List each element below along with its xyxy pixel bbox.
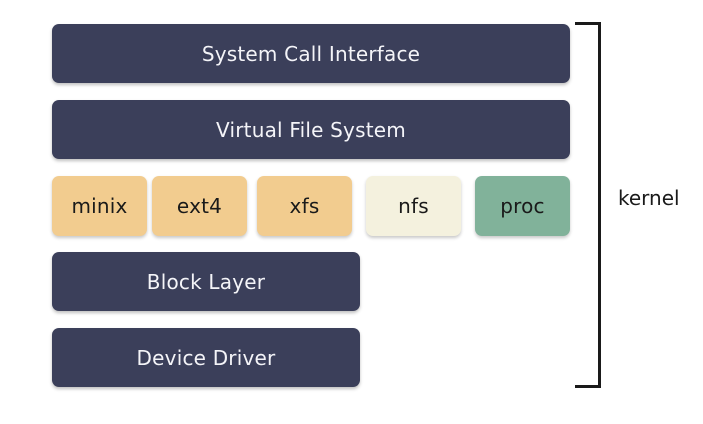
virtual-file-system-label: Virtual File System [216,117,406,142]
device-driver-layer: Device Driver [52,328,360,387]
system-call-interface-label: System Call Interface [201,41,421,66]
fs-block-minix: minix [52,176,147,236]
kernel-label: kernel [618,186,680,210]
fs-label-proc: proc [500,194,545,218]
block-layer: Block Layer [52,252,360,311]
fs-label-ext4: ext4 [176,194,223,218]
system-call-interface-layer: System Call Interface [52,24,570,83]
fs-label-xfs: xfs [289,194,320,218]
device-driver-label: Device Driver [136,345,276,370]
fs-label-nfs: nfs [398,194,429,218]
fs-block-nfs: nfs [366,176,461,236]
block-layer-label: Block Layer [146,269,266,294]
virtual-file-system-layer: Virtual File System [52,100,570,159]
fs-block-proc: proc [475,176,570,236]
fs-block-xfs: xfs [257,176,352,236]
fs-label-minix: minix [71,194,128,218]
fs-block-ext4: ext4 [152,176,247,236]
kernel-bracket [575,22,601,388]
